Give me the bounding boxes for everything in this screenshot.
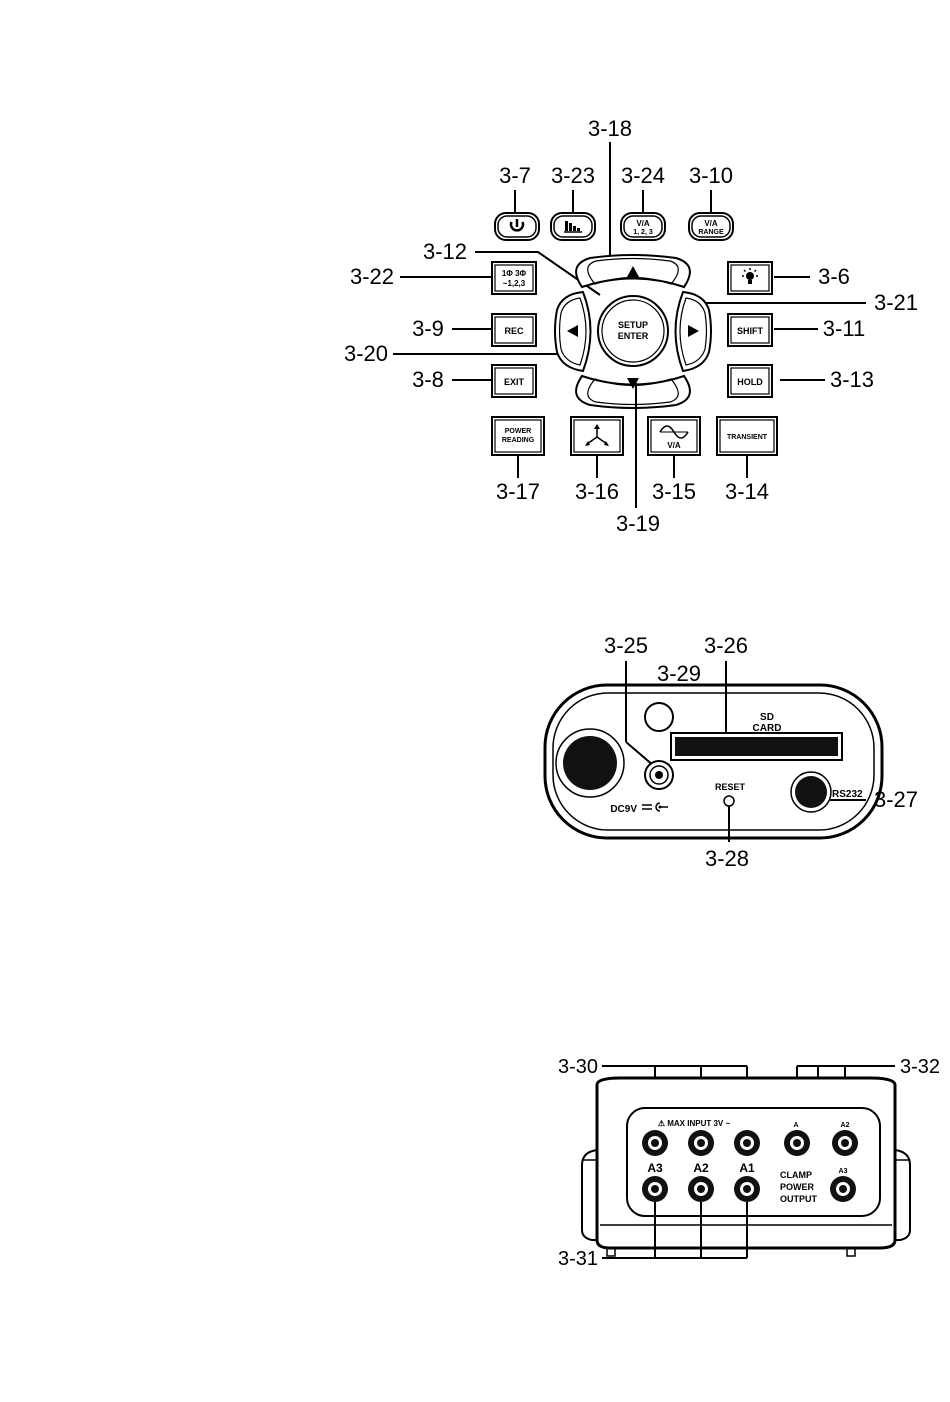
current-terminal-a3[interactable] bbox=[642, 1176, 668, 1202]
reset-label: RESET bbox=[715, 782, 746, 792]
shift-key[interactable] bbox=[727, 313, 773, 347]
left-arrow-icon bbox=[567, 325, 578, 337]
va-123-key-label-bottom: 1, 2, 3 bbox=[633, 229, 653, 236]
a1-label: A1 bbox=[739, 1161, 755, 1175]
phase-select-key[interactable] bbox=[491, 261, 537, 295]
callout-3-9: 3-9 bbox=[412, 316, 444, 341]
three-phase-vector-icon bbox=[585, 424, 609, 446]
exit-key[interactable] bbox=[491, 364, 537, 398]
sd-label: SD bbox=[760, 712, 774, 723]
max-input-warning: ⚠ MAX INPUT 3V ~ bbox=[658, 1119, 731, 1128]
callout-3-20: 3-20 bbox=[344, 341, 388, 366]
a2-label: A2 bbox=[693, 1161, 709, 1175]
clamp-top-left-label: A bbox=[793, 1122, 798, 1129]
enter-key-label: ENTER bbox=[618, 331, 649, 341]
callout-3-26: 3-26 bbox=[704, 633, 748, 658]
large-jack bbox=[563, 736, 617, 790]
callout-3-25: 3-25 bbox=[604, 633, 648, 658]
rec-key[interactable] bbox=[491, 313, 537, 347]
up-arrow-icon bbox=[627, 266, 639, 277]
rs232-label: RS232 bbox=[832, 789, 863, 800]
dc-polarity-icon bbox=[642, 802, 668, 812]
callout-3-27: 3-27 bbox=[874, 787, 918, 812]
a3-label: A3 bbox=[647, 1161, 663, 1175]
clamp-power-terminal-a3[interactable] bbox=[830, 1176, 856, 1202]
waveform-key[interactable] bbox=[647, 416, 701, 456]
keypad-diagram: 3-18 3-7 3-23 3-24 3-10 3-12 3-22 3-6 3-… bbox=[344, 116, 918, 536]
down-arrow-key[interactable] bbox=[575, 374, 691, 409]
exit-key-label: EXIT bbox=[504, 377, 525, 387]
callout-3-8: 3-8 bbox=[412, 367, 444, 392]
setup-key-label: SETUP bbox=[618, 320, 648, 330]
callout-3-19: 3-19 bbox=[616, 511, 660, 536]
hold-key-label: HOLD bbox=[737, 377, 763, 387]
callout-3-12: 3-12 bbox=[423, 239, 467, 264]
terminal-plate bbox=[626, 1107, 881, 1217]
setup-enter-key[interactable] bbox=[597, 295, 669, 367]
transient-key-label: TRANSIENT bbox=[727, 434, 768, 441]
callout-3-10: 3-10 bbox=[689, 163, 733, 188]
current-terminal-a2[interactable] bbox=[688, 1176, 714, 1202]
right-arrow-icon bbox=[688, 325, 699, 337]
callout-3-21: 3-21 bbox=[874, 290, 918, 315]
clamp-power-terminal-1[interactable] bbox=[784, 1130, 810, 1156]
reset-button[interactable] bbox=[723, 795, 735, 807]
callout-3-15: 3-15 bbox=[652, 479, 696, 504]
backlight-key[interactable] bbox=[727, 261, 773, 295]
callout-3-24: 3-24 bbox=[621, 163, 665, 188]
callout-3-23: 3-23 bbox=[551, 163, 595, 188]
card-label: CARD bbox=[753, 723, 782, 734]
callout-3-7: 3-7 bbox=[499, 163, 531, 188]
power-label: POWER bbox=[780, 1182, 815, 1192]
va-range-key[interactable] bbox=[688, 212, 734, 241]
voltage-terminal-2[interactable] bbox=[688, 1130, 714, 1156]
down-arrow-icon bbox=[627, 378, 639, 389]
direction-pad: SETUP ENTER bbox=[554, 254, 712, 409]
callout-3-14: 3-14 bbox=[725, 479, 769, 504]
callout-3-18: 3-18 bbox=[588, 116, 632, 141]
callout-3-13: 3-13 bbox=[830, 367, 874, 392]
bar-graph-icon bbox=[564, 221, 582, 233]
phase-key-label-top: 1Φ 3Φ bbox=[502, 269, 527, 278]
callout-3-30: 3-30 bbox=[558, 1056, 598, 1078]
power-icon bbox=[509, 219, 525, 232]
callout-3-29: 3-29 bbox=[657, 661, 701, 686]
sine-wave-icon bbox=[659, 425, 689, 439]
callout-3-17: 3-17 bbox=[496, 479, 540, 504]
callout-3-6: 3-6 bbox=[818, 264, 850, 289]
clamp-label: CLAMP bbox=[780, 1170, 812, 1180]
button-3-29[interactable] bbox=[644, 702, 674, 732]
light-bulb-icon bbox=[742, 268, 758, 284]
power-reading-key[interactable] bbox=[491, 416, 545, 456]
power-reading-label-top: POWER bbox=[505, 428, 531, 435]
rec-key-label: REC bbox=[504, 326, 524, 336]
clamp-a3-label: A3 bbox=[839, 1168, 848, 1175]
voltage-terminal-3[interactable] bbox=[734, 1130, 760, 1156]
clamp-a2-label: A2 bbox=[841, 1122, 850, 1129]
va-range-key-label-bottom: RANGE bbox=[698, 229, 724, 236]
va-123-key-label-top: V/A bbox=[636, 219, 650, 228]
waveform-key-label: V/A bbox=[667, 441, 681, 450]
phase-key-label-bottom: ~1,2,3 bbox=[503, 279, 526, 288]
input-panel-diagram: 3-30 3-32 ⚠ MAX INPUT 3V ~ A A2 A3 A2 bbox=[558, 1056, 940, 1270]
va-123-key[interactable] bbox=[620, 212, 666, 241]
callout-3-28: 3-28 bbox=[705, 846, 749, 871]
callout-3-16: 3-16 bbox=[575, 479, 619, 504]
hold-key[interactable] bbox=[727, 364, 773, 398]
callout-3-22: 3-22 bbox=[350, 264, 394, 289]
va-range-key-label-top: V/A bbox=[704, 219, 718, 228]
shift-key-label: SHIFT bbox=[737, 326, 764, 336]
power-reading-label-bottom: READING bbox=[502, 437, 535, 444]
side-panel-diagram: 3-25 3-26 3-29 SD CARD DC9V RESET 3-28 bbox=[543, 633, 918, 871]
dc9v-label: DC9V bbox=[610, 804, 637, 815]
voltage-terminal-1[interactable] bbox=[642, 1130, 668, 1156]
callout-3-32: 3-32 bbox=[900, 1056, 940, 1078]
current-terminal-a1[interactable] bbox=[734, 1176, 760, 1202]
callout-3-11: 3-11 bbox=[823, 316, 865, 341]
clamp-power-terminal-a2[interactable] bbox=[832, 1130, 858, 1156]
callout-3-31: 3-31 bbox=[558, 1248, 598, 1270]
output-label: OUTPUT bbox=[780, 1194, 818, 1204]
